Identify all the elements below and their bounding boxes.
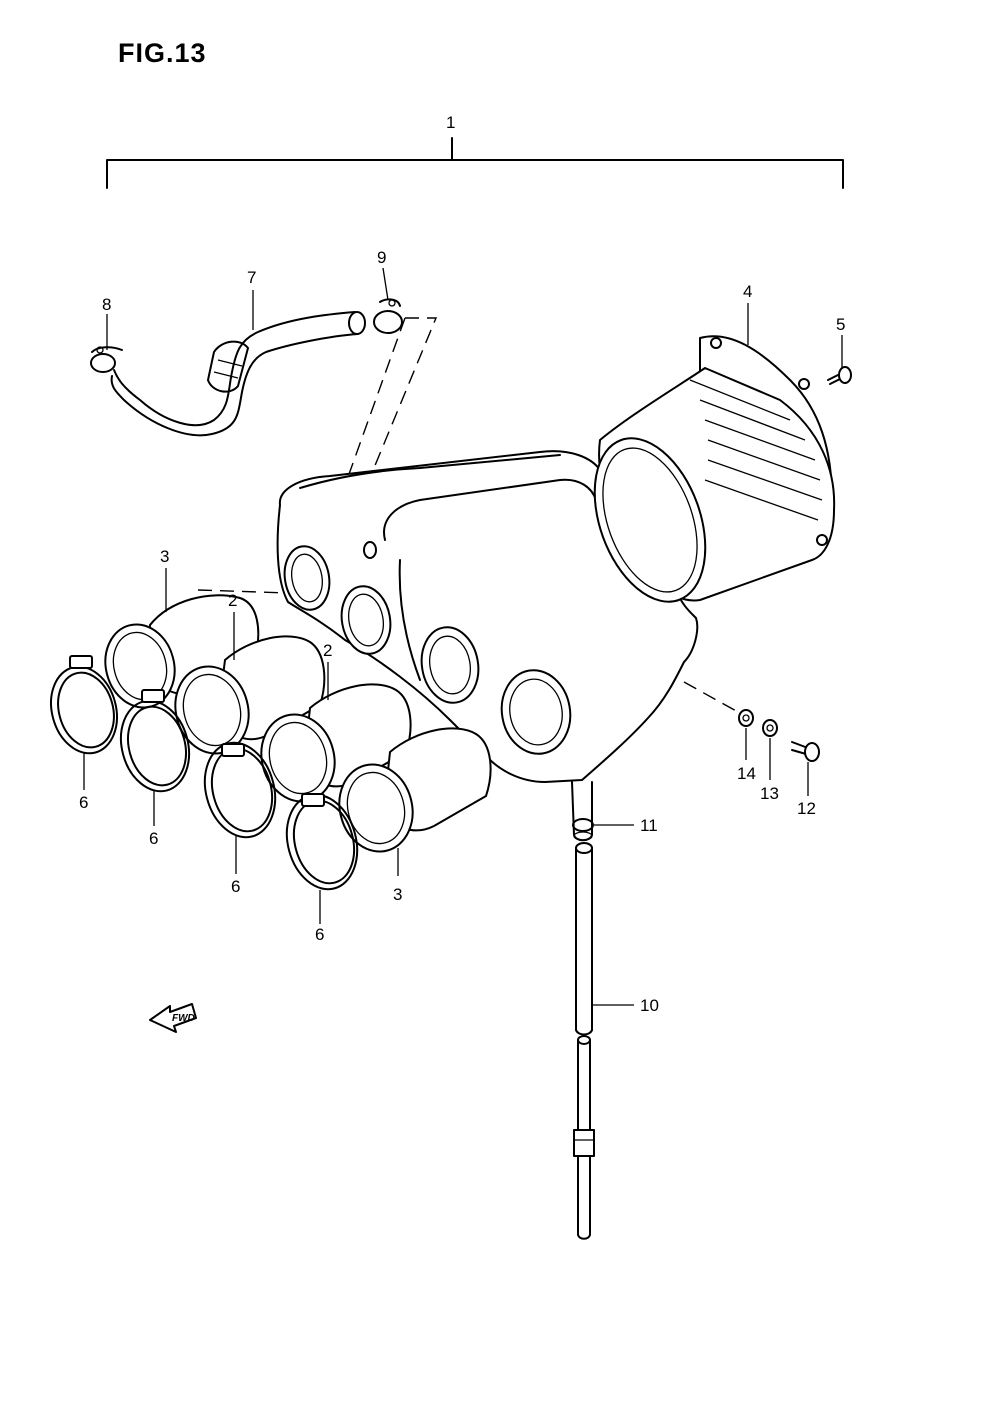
callout-6: 6 <box>231 877 240 896</box>
callout-6: 6 <box>149 829 158 848</box>
callout-13: 13 <box>760 784 779 803</box>
callout-2: 2 <box>323 641 332 660</box>
air-filter-element <box>593 335 836 603</box>
callout-1: 1 <box>446 113 455 132</box>
callout-14: 14 <box>737 764 756 783</box>
o-ring-11 <box>572 818 594 832</box>
callout-9: 9 <box>377 248 386 267</box>
clamp-6c <box>203 741 277 839</box>
callout-labels: 1 2 2 3 3 4 5 6 6 6 6 7 8 9 10 11 12 13 … <box>79 113 845 1015</box>
callout-8: 8 <box>102 295 111 314</box>
fwd-arrow-icon: FWD <box>149 1003 197 1033</box>
figure-title: FIG.13 <box>118 38 207 68</box>
callout-5: 5 <box>836 315 845 334</box>
callout-6: 6 <box>315 925 324 944</box>
clamp-6b <box>119 689 191 793</box>
callout-10: 10 <box>640 996 659 1015</box>
air-cleaner-case <box>276 450 699 842</box>
screw-5 <box>827 366 852 385</box>
clamp-6d <box>285 793 359 891</box>
clamp-6a <box>50 655 118 755</box>
callout-11: 11 <box>640 816 658 835</box>
callout-12: 12 <box>797 799 816 818</box>
hose-clip-9 <box>373 298 403 334</box>
intake-boot-inner-left <box>174 635 326 755</box>
callout-4: 4 <box>743 282 752 301</box>
callout-2: 2 <box>228 591 237 610</box>
screw-12 <box>791 741 820 762</box>
nut-13 <box>762 719 778 737</box>
fwd-label: FWD <box>172 1013 195 1024</box>
assembly-bracket <box>106 137 844 189</box>
leader-lines <box>83 267 843 1006</box>
hose-clip-8 <box>90 346 123 373</box>
callout-6: 6 <box>79 793 88 812</box>
intake-boot-inner-right <box>260 683 412 803</box>
intake-boot-outer-right <box>338 727 492 853</box>
washer-14 <box>738 709 754 727</box>
callout-7: 7 <box>247 268 256 287</box>
drain-tube-10 <box>573 842 595 1240</box>
breather-hose <box>110 311 366 437</box>
callout-3: 3 <box>160 547 169 566</box>
callout-3: 3 <box>393 885 402 904</box>
